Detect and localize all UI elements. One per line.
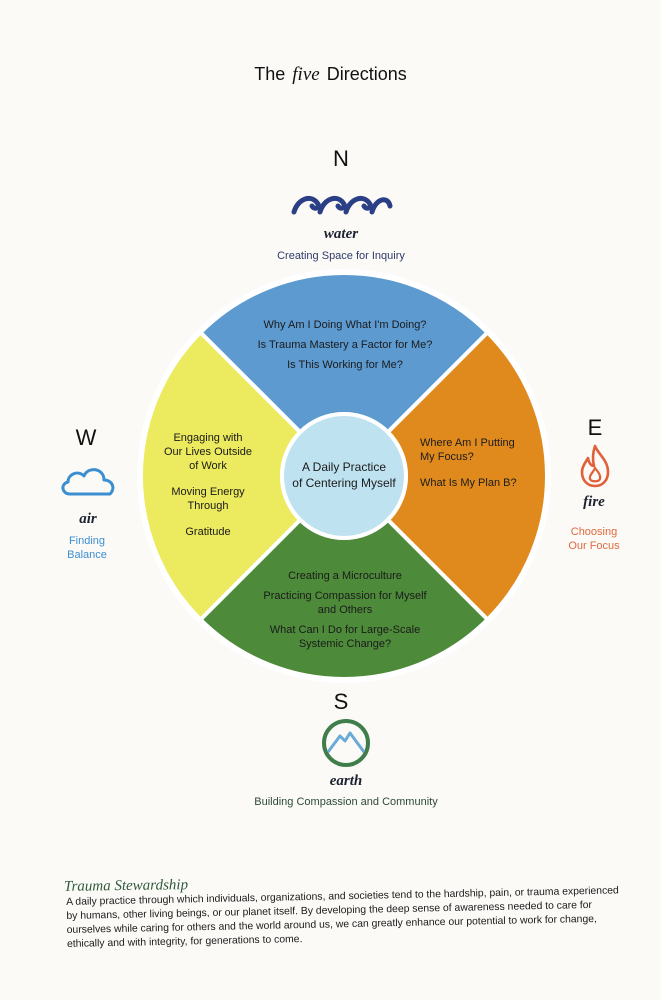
east-caption-line-2: Our Focus [568, 540, 620, 552]
west-caption-line-1: Finding [68, 535, 106, 547]
south-item-3-line-2: Systemic Change? [298, 638, 392, 650]
west-item-3: Gratitude [185, 526, 231, 538]
center-line-1: A Daily Practice [301, 460, 387, 474]
title-prefix: The [254, 64, 286, 84]
north-question-3: Is This Working for Me? [287, 359, 403, 371]
north-question-2: Is Trauma Mastery a Factor for Me? [257, 339, 433, 351]
fire-icon [580, 444, 610, 488]
south-item-2-line-2: and Others [317, 604, 373, 616]
west-item-1-line-1: Engaging with [173, 432, 243, 444]
wheel-outer-ring [137, 269, 551, 683]
west-letter: W [75, 425, 97, 450]
south-letter: S [333, 689, 349, 714]
west-caption-line-2: Balance [67, 549, 107, 561]
south-element: earth [329, 773, 363, 789]
title-italic-word: five [292, 64, 320, 85]
west-caption: Finding Balance [42, 534, 132, 562]
footer-body: A daily practice through which individua… [66, 885, 619, 950]
north-element: water [323, 226, 359, 242]
south-item-1: Creating a Microculture [288, 570, 402, 582]
south-caption: Building Compassion and Community [254, 796, 438, 808]
east-question-2: What Is My Plan B? [420, 477, 517, 489]
west-item-2-line-2: Through [187, 500, 229, 512]
page-title: The five Directions [0, 64, 661, 86]
east-question-1-line-2: My Focus? [420, 451, 474, 463]
west-item-1-line-2: Our Lives Outside [163, 446, 253, 458]
west-element: air [79, 511, 97, 527]
south-item-3-line-1: What Can I Do for Large-Scale [269, 624, 421, 636]
south-item-2-line-1: Practicing Compassion for Myself [263, 590, 427, 602]
north-letter: N [333, 146, 349, 171]
east-caption-line-1: Choosing [570, 526, 618, 538]
center-text: A Daily Practice of Centering Myself [276, 459, 412, 491]
cloud-icon [61, 468, 115, 496]
east-question-1-line-1: Where Am I Putting [420, 437, 515, 449]
earth-icon [322, 719, 370, 767]
east-element: fire [583, 494, 605, 510]
center-line-2: of Centering Myself [292, 476, 396, 490]
west-slice-text: Engaging with Our Lives Outside of Work … [143, 431, 273, 545]
title-suffix: Directions [326, 64, 407, 84]
west-item-1-line-3: of Work [189, 460, 227, 472]
north-caption: Creating Space for Inquiry [277, 250, 405, 262]
north-slice-text: Why Am I Doing What I'm Doing? Is Trauma… [220, 318, 470, 378]
north-question-1: Why Am I Doing What I'm Doing? [263, 319, 427, 331]
center-circle [280, 412, 408, 540]
west-item-2-line-1: Moving Energy [171, 486, 245, 498]
east-slice-text: Where Am I Putting My Focus? What Is My … [420, 436, 550, 496]
east-letter: E [587, 415, 603, 440]
south-slice-text: Creating a Microculture Practicing Compa… [220, 569, 470, 657]
east-caption: Choosing Our Focus [549, 525, 639, 553]
water-icon [291, 195, 393, 215]
